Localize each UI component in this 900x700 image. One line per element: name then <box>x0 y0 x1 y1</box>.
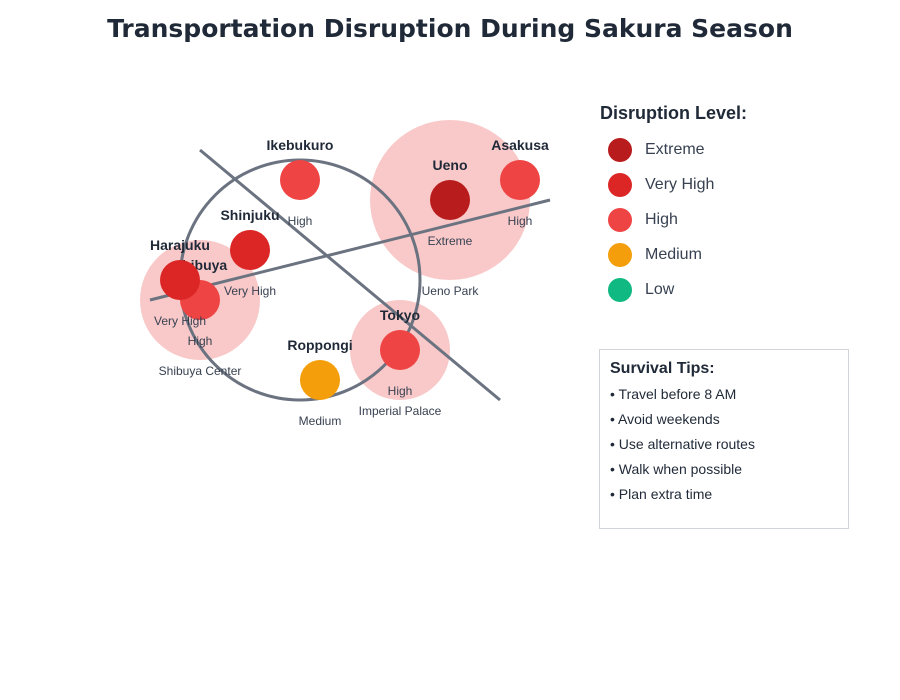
legend-label-low: Low <box>645 281 675 298</box>
station-name-ikebukuro: Ikebukuro <box>267 137 334 153</box>
legend-item-low: Low <box>608 278 674 302</box>
station-marker-ikebukuro[interactable] <box>280 160 320 200</box>
legend-swatch-high <box>608 208 632 232</box>
page-title: Transportation Disruption During Sakura … <box>107 14 793 43</box>
station-level-asakusa: High <box>508 214 533 228</box>
legend-item-extreme: Extreme <box>608 138 705 162</box>
station-level-roppongi: Medium <box>299 414 342 428</box>
station-level-tokyo: High <box>388 384 413 398</box>
hotspot-label-shibuya-center: Shibuya Center <box>159 364 242 378</box>
station-name-shinjuku: Shinjuku <box>220 207 279 223</box>
legend-label-high: High <box>645 211 678 228</box>
legend-swatch-low <box>608 278 632 302</box>
diagonal-rail-line <box>199 148 501 402</box>
legend-swatch-very-high <box>608 173 632 197</box>
tip-item: • Walk when possible <box>610 461 742 477</box>
station-name-ueno: Ueno <box>433 157 468 173</box>
survival-tips-panel: Survival Tips: • Travel before 8 AM • Av… <box>599 349 849 529</box>
legend-item-high: High <box>608 208 678 232</box>
legend-label-extreme: Extreme <box>645 141 705 158</box>
hotspot-label-imperial-palace: Imperial Palace <box>359 404 442 418</box>
legend-title: Disruption Level: <box>600 103 748 123</box>
station-marker-shinjuku[interactable] <box>230 230 270 270</box>
legend-label-very-high: Very High <box>645 176 715 193</box>
tip-item: • Use alternative routes <box>610 436 755 452</box>
station-marker-tokyo[interactable] <box>380 330 420 370</box>
legend-item-medium: Medium <box>608 243 702 267</box>
tip-item: • Plan extra time <box>610 486 713 502</box>
legend-swatch-medium <box>608 243 632 267</box>
station-marker-roppongi[interactable] <box>300 360 340 400</box>
station-marker-ueno[interactable] <box>430 180 470 220</box>
station-name-asakusa: Asakusa <box>491 137 549 153</box>
legend-item-very-high: Very High <box>608 173 714 197</box>
station-marker-harajuku[interactable] <box>160 260 200 300</box>
station-level-ikebukuro: High <box>288 214 313 228</box>
east-west-rail-line <box>149 198 551 302</box>
station-level-harajuku: Very High <box>154 314 206 328</box>
legend-label-medium: Medium <box>645 246 702 263</box>
station-name-harajuku: Harajuku <box>150 237 210 253</box>
station-name-roppongi: Roppongi <box>287 337 352 353</box>
hotspot-label-ueno-park: Ueno Park <box>422 284 480 298</box>
tip-item: • Travel before 8 AM <box>610 386 737 402</box>
station-marker-asakusa[interactable] <box>500 160 540 200</box>
station-name-tokyo: Tokyo <box>380 307 420 323</box>
station-level-shinjuku: Very High <box>224 284 276 298</box>
survival-tips-title: Survival Tips: <box>610 360 715 377</box>
tip-item: • Avoid weekends <box>610 411 720 427</box>
station-level-ueno: Extreme <box>428 234 473 248</box>
legend-swatch-extreme <box>608 138 632 162</box>
station-level-shibuya: High <box>188 334 213 348</box>
